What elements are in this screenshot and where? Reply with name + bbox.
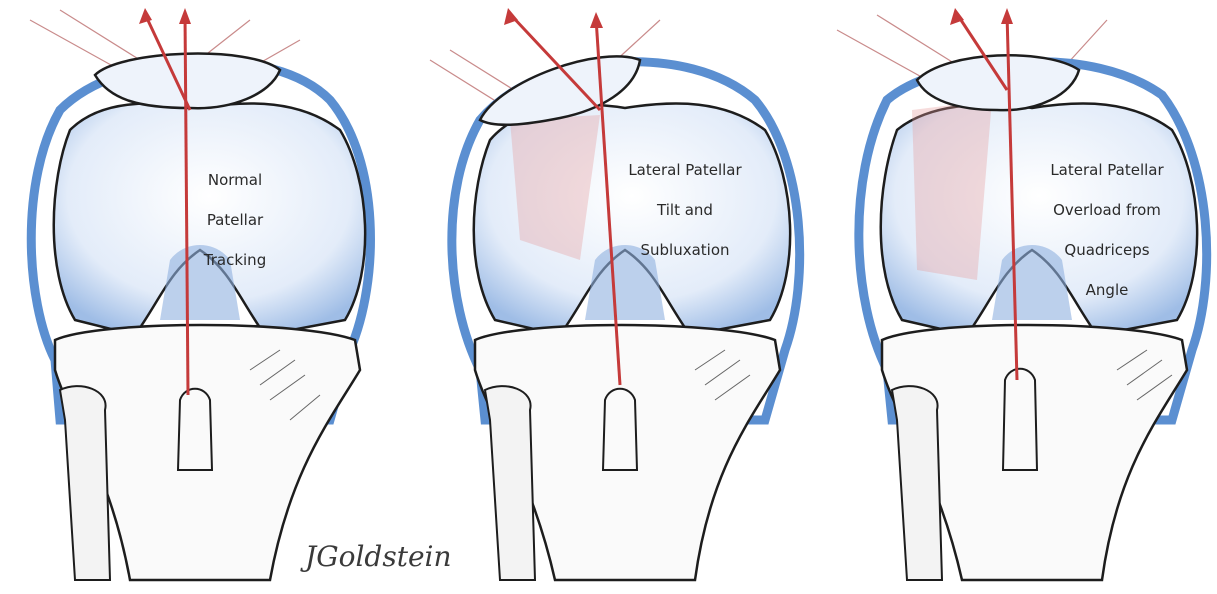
panel-lateral-tilt: Lateral Patellar Tilt and Subluxation [410,0,810,590]
panel-lateral-overload: Lateral Patellar Overload from Quadricep… [817,0,1217,590]
caption-line: Tilt and [605,200,765,220]
caption-line: Normal [180,170,290,190]
caption-line: Overload from [1027,200,1187,220]
caption-normal: Normal Patellar Tracking [180,150,290,290]
caption-line: Subluxation [605,240,765,260]
caption-overload: Lateral Patellar Overload from Quadricep… [1027,140,1187,320]
caption-line: Tracking [180,250,290,270]
caption-line: Angle [1027,280,1187,300]
caption-tilt: Lateral Patellar Tilt and Subluxation [605,140,765,280]
caption-line: Lateral Patellar [1027,160,1187,180]
caption-line: Patellar [180,210,290,230]
caption-line: Lateral Patellar [605,160,765,180]
caption-line: Quadriceps [1027,240,1187,260]
panel-normal-tracking: Normal Patellar Tracking JGoldstein [0,0,400,590]
knee-drawing-normal [0,0,400,590]
knee-drawing-tilt [410,0,810,590]
